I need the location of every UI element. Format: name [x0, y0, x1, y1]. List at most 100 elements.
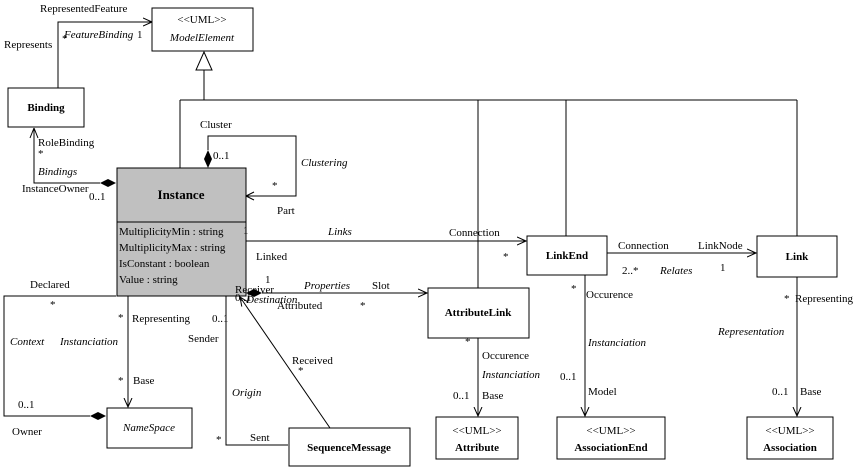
multiplicity-label: *: [784, 293, 790, 305]
multiplicity-label: *: [118, 375, 124, 387]
multiplicity-label: *: [38, 148, 44, 160]
role-label: Model: [588, 386, 617, 398]
class-namespace[interactable]: NameSpace: [106, 407, 193, 449]
sequence-message-name: SequenceMessage: [307, 442, 391, 454]
multiplicity-label: *: [118, 312, 124, 324]
association-name-label: Clustering: [301, 157, 348, 169]
association-name-label: Links: [327, 226, 352, 238]
class-instance[interactable]: Instance MultiplicityMin : string Multip…: [116, 167, 247, 297]
role-label: Attributed: [277, 300, 323, 312]
class-attribute-link[interactable]: AttributeLink: [427, 287, 530, 339]
multiplicity-label: 0..1: [212, 313, 229, 325]
role-label: Base: [800, 386, 822, 398]
role-label: Representing: [132, 313, 191, 325]
link-end-name: LinkEnd: [546, 250, 588, 262]
association-name-label: Instanciation: [59, 336, 119, 348]
attribute-stereotype: <<UML>>: [452, 425, 501, 437]
association-name-label: Instanciation: [587, 337, 647, 349]
attribute-name: Attribute: [455, 442, 499, 454]
cluster-diamond: [204, 150, 212, 168]
association-name-label: Representation: [717, 326, 785, 338]
class-model-element[interactable]: <<UML>> ModelElement: [151, 7, 254, 52]
association-name-label: Origin: [232, 387, 262, 399]
class-link[interactable]: Link: [756, 235, 838, 278]
role-label: Slot: [372, 280, 390, 292]
role-label: Linked: [256, 251, 288, 263]
instance-attribute: MultiplicityMax : string: [119, 242, 226, 254]
role-label: Connection: [449, 227, 500, 239]
role-label: Part: [277, 205, 295, 217]
multiplicity-label: *: [50, 299, 56, 311]
multiplicity-label: 1: [243, 225, 249, 237]
multiplicity-label: *: [571, 283, 577, 295]
properties-diamond: [246, 289, 262, 297]
origin-line: [225, 296, 288, 446]
association-name-label: Relates: [659, 265, 692, 277]
class-association[interactable]: <<UML>> Association: [746, 416, 834, 460]
association-name-label: Instanciation: [481, 369, 541, 381]
multiplicity-label: *: [216, 434, 222, 446]
role-label: Sender: [188, 333, 219, 345]
role-label: RoleBinding: [38, 137, 95, 149]
multiplicity-label: 1: [720, 262, 726, 274]
multiplicity-label: 0..1: [453, 390, 470, 402]
generalization-line: [179, 70, 798, 288]
role-label: RepresentedFeature: [40, 3, 127, 15]
class-sequence-message[interactable]: SequenceMessage: [288, 427, 411, 467]
role-label: InstanceOwner: [22, 183, 89, 195]
declared-line: [3, 295, 116, 417]
role-label: Owner: [12, 426, 42, 438]
instance-name: Instance: [158, 187, 205, 202]
role-label: Represents: [4, 39, 52, 51]
association-end-name: AssociationEnd: [574, 442, 647, 454]
model-element-name: ModelElement: [169, 32, 235, 44]
multiplicity-label: 0..1: [772, 386, 789, 398]
class-association-end[interactable]: <<UML>> AssociationEnd: [556, 416, 666, 460]
instance-attribute: IsConstant : boolean: [119, 258, 210, 270]
represented-feature-line: [57, 22, 152, 88]
role-label: Receiver: [235, 284, 274, 296]
multiplicity-label: *: [298, 365, 304, 377]
class-attribute[interactable]: <<UML>> Attribute: [435, 416, 519, 460]
multiplicity-label: 0..1: [235, 292, 252, 304]
instance-attribute: Value : string: [119, 274, 178, 286]
multiplicity-label: 0..1: [560, 371, 577, 383]
multiplicity-label: *: [503, 251, 509, 263]
class-link-end[interactable]: LinkEnd: [526, 235, 608, 276]
role-label: Cluster: [200, 119, 232, 131]
multiplicity-label: 1: [137, 29, 143, 41]
role-label: Sent: [250, 432, 270, 444]
role-label: LinkNode: [698, 240, 743, 252]
role-label: Declared: [30, 279, 70, 291]
generalization-arrowhead: [195, 50, 213, 71]
association-name-label: FeatureBinding: [63, 29, 134, 41]
instance-attribute: MultiplicityMin : string: [119, 226, 224, 238]
link-name: Link: [786, 251, 810, 263]
bindings-line: [33, 128, 100, 184]
cluster-line: [207, 135, 297, 197]
role-label: Base: [482, 390, 504, 402]
role-label: Occurence: [482, 350, 529, 362]
association-name: Association: [763, 442, 817, 454]
role-label: Occurence: [586, 289, 633, 301]
association-name-label: Properties: [303, 280, 350, 292]
multiplicity-label: *: [272, 180, 278, 192]
multiplicity-label: 0..1: [18, 399, 35, 411]
received-line: [240, 297, 331, 429]
role-label: Received: [292, 355, 333, 367]
role-label: Base: [133, 375, 155, 387]
association-end-stereotype: <<UML>>: [586, 425, 635, 437]
association-stereotype: <<UML>>: [765, 425, 814, 437]
association-labels: RepresentedFeature Represents * FeatureB…: [4, 3, 854, 446]
attribute-link-name: AttributeLink: [445, 307, 513, 319]
binding-name: Binding: [27, 102, 65, 114]
role-label: Representing: [795, 293, 854, 305]
role-label: Connection: [618, 240, 669, 252]
class-binding[interactable]: Binding: [7, 87, 85, 128]
multiplicity-label: *: [62, 33, 68, 45]
namespace-name: NameSpace: [122, 422, 175, 434]
multiplicity-label: *: [465, 336, 471, 348]
owner-diamond: [90, 412, 106, 420]
multiplicity-label: 0..1: [89, 191, 106, 203]
